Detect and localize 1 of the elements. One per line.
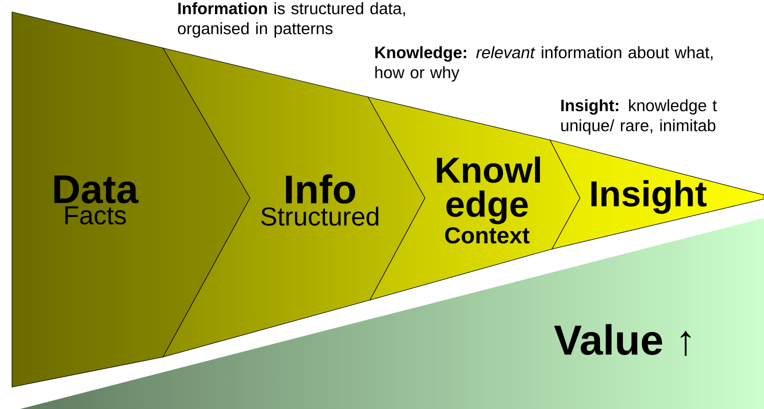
value-wedge: Value ↑ [554, 324, 691, 356]
